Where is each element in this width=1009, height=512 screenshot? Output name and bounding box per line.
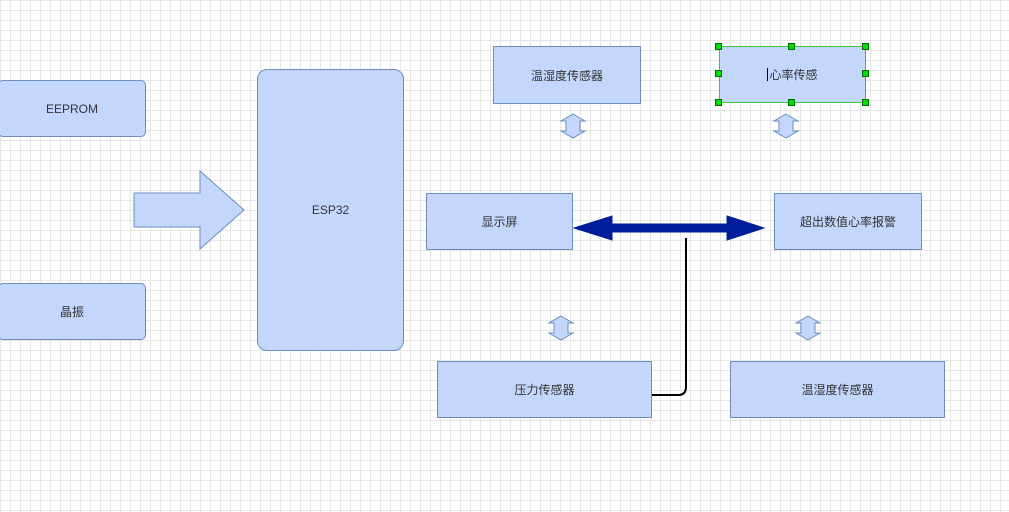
node-temp-humidity-bottom[interactable]: 温湿度传感器 <box>730 361 945 418</box>
resize-handle-bottom-center[interactable] <box>788 99 795 106</box>
resize-handle-middle-right[interactable] <box>862 70 869 77</box>
node-pressure-label: 压力传感器 <box>514 383 575 397</box>
resize-handle-top-right[interactable] <box>862 43 869 50</box>
connector-line-pressure[interactable] <box>652 238 687 396</box>
node-alarm-label: 超出数值心率报警 <box>799 215 896 229</box>
resize-handle-top-center[interactable] <box>788 43 795 50</box>
resize-handle-bottom-left[interactable] <box>715 99 722 106</box>
node-display[interactable]: 显示屏 <box>426 193 573 250</box>
block-arrow-right[interactable] <box>133 169 245 251</box>
small-bidirectional-arrow-2[interactable] <box>772 113 800 139</box>
small-bidirectional-arrow-1[interactable] <box>559 113 587 139</box>
node-display-label: 显示屏 <box>481 215 518 229</box>
node-temp-humidity-top[interactable]: 温湿度传感器 <box>493 46 641 104</box>
node-heart-rate[interactable]: 心率传感 <box>719 46 866 103</box>
node-temp-humidity-bottom-label: 温湿度传感器 <box>801 383 874 397</box>
node-eeprom-label: EEPROM <box>45 101 98 116</box>
node-pressure[interactable]: 压力传感器 <box>437 361 652 418</box>
resize-handle-top-left[interactable] <box>715 43 722 50</box>
small-bidirectional-arrow-3[interactable] <box>547 315 575 341</box>
node-eeprom[interactable]: EEPROM <box>0 80 146 137</box>
text-cursor <box>767 68 769 81</box>
resize-handle-bottom-right[interactable] <box>862 99 869 106</box>
small-bidirectional-arrow-4[interactable] <box>794 315 822 341</box>
node-temp-humidity-top-label: 温湿度传感器 <box>530 68 603 83</box>
node-crystal-label: 晶振 <box>59 305 84 319</box>
node-crystal[interactable]: 晶振 <box>0 283 146 340</box>
node-alarm[interactable]: 超出数值心率报警 <box>774 193 922 250</box>
node-esp32[interactable]: ESP32 <box>257 69 404 351</box>
node-esp32-label: ESP32 <box>311 203 350 217</box>
double-arrow-display-alarm[interactable] <box>572 215 766 241</box>
node-heart-rate-label: 心率传感 <box>769 68 818 82</box>
resize-handle-middle-left[interactable] <box>715 70 722 77</box>
